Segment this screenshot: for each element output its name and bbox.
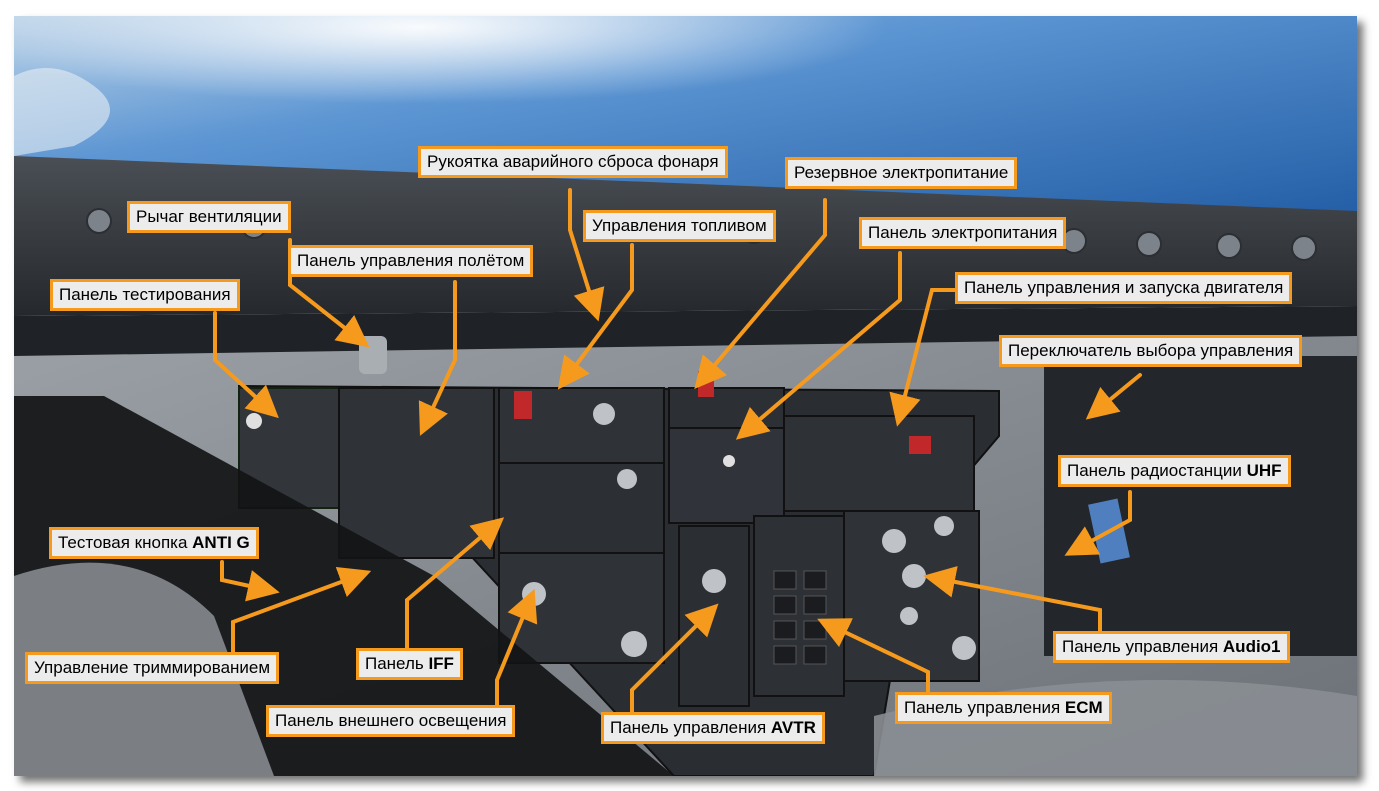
callout-text: Панель управления <box>904 698 1065 717</box>
callout-bold: AVTR <box>770 718 816 737</box>
callout-bold: ANTI G <box>192 533 250 552</box>
callout-bold: Audio1 <box>1222 637 1281 656</box>
callout-control-select: Переключатель выбора управления <box>999 335 1303 367</box>
callout-fuel-control: Управления топливом <box>583 210 776 242</box>
callout-text: Панель управления полётом <box>297 251 525 270</box>
callout-bold: IFF <box>428 654 454 673</box>
callout-text: Панель <box>365 654 429 673</box>
callout-test-panel: Панель тестирования <box>50 279 240 311</box>
callout-text: Переключатель выбора управления <box>1008 341 1294 360</box>
callout-text: Панель радиостанции <box>1067 461 1247 480</box>
callout-flight-control-panel: Панель управления полётом <box>288 245 534 277</box>
callout-text: Управление триммированием <box>34 658 271 677</box>
callout-text: Резервное электропитание <box>794 163 1009 182</box>
callout-ecm-panel: Панель управления ECM <box>895 692 1112 724</box>
callout-bold: UHF <box>1246 461 1282 480</box>
clouds <box>14 68 110 156</box>
callout-ext-lights: Панель внешнего освещения <box>266 705 516 737</box>
callout-avtr-panel: Панель управления AVTR <box>601 712 825 744</box>
callout-text: Рукоятка аварийного сброса фонаря <box>427 152 719 171</box>
callout-uhf-panel: Панель радиостанции UHF <box>1058 455 1291 487</box>
callout-vent-lever: Рычаг вентиляции <box>127 201 291 233</box>
callout-iff-panel: Панель IFF <box>356 648 463 680</box>
callout-engine-panel: Панель управления и запуска двигателя <box>955 272 1293 304</box>
callout-canopy-jettison: Рукоятка аварийного сброса фонаря <box>418 146 728 178</box>
callout-text: Панель управления <box>610 718 771 737</box>
callout-standby-power: Резервное электропитание <box>785 157 1018 189</box>
callout-text: Панель тестирования <box>59 285 231 304</box>
console-knobs <box>246 336 976 660</box>
callout-electrical-panel: Панель электропитания <box>859 217 1067 249</box>
callout-text: Тестовая кнопка <box>58 533 193 552</box>
callout-text: Панель управления <box>1062 637 1223 656</box>
callout-text: Рычаг вентиляции <box>136 207 282 226</box>
callout-text: Панель внешнего освещения <box>275 711 507 730</box>
callout-anti-g: Тестовая кнопка ANTI G <box>49 527 259 559</box>
callout-trim-control: Управление триммированием <box>25 652 280 684</box>
callout-text: Панель электропитания <box>868 223 1058 242</box>
callout-bold: ECM <box>1064 698 1103 717</box>
callout-audio1-panel: Панель управления Audio1 <box>1053 631 1290 663</box>
callout-text: Панель управления и запуска двигателя <box>964 278 1284 297</box>
callout-text: Управления топливом <box>592 216 767 235</box>
